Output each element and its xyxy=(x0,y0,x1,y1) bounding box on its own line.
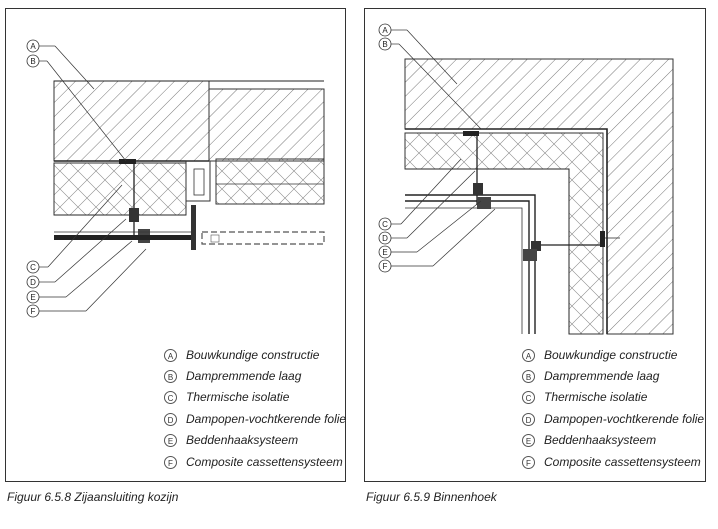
callout-d: D xyxy=(378,170,476,245)
svg-text:C: C xyxy=(30,263,36,272)
svg-text:F: F xyxy=(31,307,36,316)
legend-letter-f: F xyxy=(164,455,177,469)
legend-letter-c: C xyxy=(522,390,535,404)
svg-text:D: D xyxy=(382,234,388,243)
legend-text: Bouwkundige constructie xyxy=(544,348,678,362)
svg-text:A: A xyxy=(382,26,388,35)
section-drawing-binnenhoek: A B C D E F xyxy=(378,23,674,335)
wall-construction xyxy=(53,80,210,162)
legend-item: E Beddenhaaksysteem xyxy=(164,430,298,450)
legend-item: F Composite cassettensysteem xyxy=(522,452,701,472)
legend-letter-e: E xyxy=(164,433,177,447)
legend-text: Dampopen-vochtkerende folie xyxy=(544,412,705,426)
callout-f: F xyxy=(378,208,496,273)
legend-text: Dampremmende laag xyxy=(544,369,660,383)
legend-item: C Thermische isolatie xyxy=(522,387,647,407)
legend-letter-d: D xyxy=(522,412,535,426)
legend-letter-f: F xyxy=(522,455,535,469)
callout-a: A xyxy=(378,23,458,85)
legend-text: Dampremmende laag xyxy=(186,369,302,383)
legend-letter-c: C xyxy=(164,390,177,404)
legend-letter-a: A xyxy=(522,348,535,362)
callout-b: B xyxy=(26,54,127,162)
legend-text: Dampopen-vochtkerende folie xyxy=(186,412,347,426)
legend-item: D Dampopen-vochtkerende folie xyxy=(164,409,346,429)
legend-item: C Thermische isolatie xyxy=(164,387,289,407)
frame-profile-right xyxy=(215,158,325,205)
legend-item: A Bouwkundige constructie xyxy=(164,345,319,365)
svg-text:A: A xyxy=(30,42,36,51)
vapour-barrier-line xyxy=(405,128,608,334)
wall-construction xyxy=(404,58,674,335)
callout-c: C xyxy=(26,184,123,274)
legend-letter-e: E xyxy=(522,433,535,447)
legend-text: Composite cassettensysteem xyxy=(544,455,701,469)
legend-letter-a: A xyxy=(164,348,177,362)
legend-item: B Dampremmende laag xyxy=(164,366,301,386)
legend-text: Composite cassettensysteem xyxy=(186,455,343,469)
composite-cassette-panel xyxy=(54,235,196,240)
figure-caption-right: Figuur 6.5.9 Binnenhoek xyxy=(366,490,497,504)
svg-text:E: E xyxy=(382,248,387,257)
window-frame xyxy=(185,160,211,202)
figure-panel-zijaansluiting: A B C D E F xyxy=(5,8,346,482)
callout-b: B xyxy=(378,37,482,130)
svg-text:B: B xyxy=(30,57,35,66)
legend-text: Thermische isolatie xyxy=(544,390,648,404)
callout-f: F xyxy=(26,248,147,318)
legend-item: E Beddenhaaksysteem xyxy=(522,430,656,450)
legend-item: D Dampopen-vochtkerende folie xyxy=(522,409,704,429)
legend-item: A Bouwkundige constructie xyxy=(522,345,677,365)
svg-text:E: E xyxy=(30,293,35,302)
thermal-insulation xyxy=(404,132,604,335)
composite-cassette-panel xyxy=(405,194,536,334)
legend-letter-b: B xyxy=(164,369,177,383)
callout-c: C xyxy=(378,158,462,231)
legend-text: Thermische isolatie xyxy=(186,390,290,404)
svg-text:C: C xyxy=(382,220,388,229)
thermal-insulation xyxy=(53,162,187,216)
legend-text: Beddenhaaksysteem xyxy=(544,433,657,447)
figure-caption-left: Figuur 6.5.8 Zijaansluiting kozijn xyxy=(7,490,179,504)
callout-e: E xyxy=(378,200,482,259)
vapour-open-foil xyxy=(405,168,570,334)
callout-a: A xyxy=(26,39,95,90)
section-drawing-zijaansluiting: A B C D E F xyxy=(26,39,325,318)
callout-e: E xyxy=(26,240,133,304)
svg-text:B: B xyxy=(382,40,387,49)
cassette-panel-dashed xyxy=(201,231,325,245)
legend-letter-b: B xyxy=(522,369,535,383)
wall-construction-right xyxy=(208,88,325,162)
legend-item: F Composite cassettensysteem xyxy=(164,452,343,472)
legend-item: B Dampremmende laag xyxy=(522,366,659,386)
legend-letter-d: D xyxy=(164,412,177,426)
legend-text: Bouwkundige constructie xyxy=(186,348,320,362)
figure-panel-binnenhoek: A B C D E F xyxy=(364,8,706,482)
svg-text:F: F xyxy=(383,262,388,271)
callout-d: D xyxy=(26,218,127,289)
legend-text: Beddenhaaksysteem xyxy=(186,433,299,447)
svg-text:D: D xyxy=(30,278,36,287)
